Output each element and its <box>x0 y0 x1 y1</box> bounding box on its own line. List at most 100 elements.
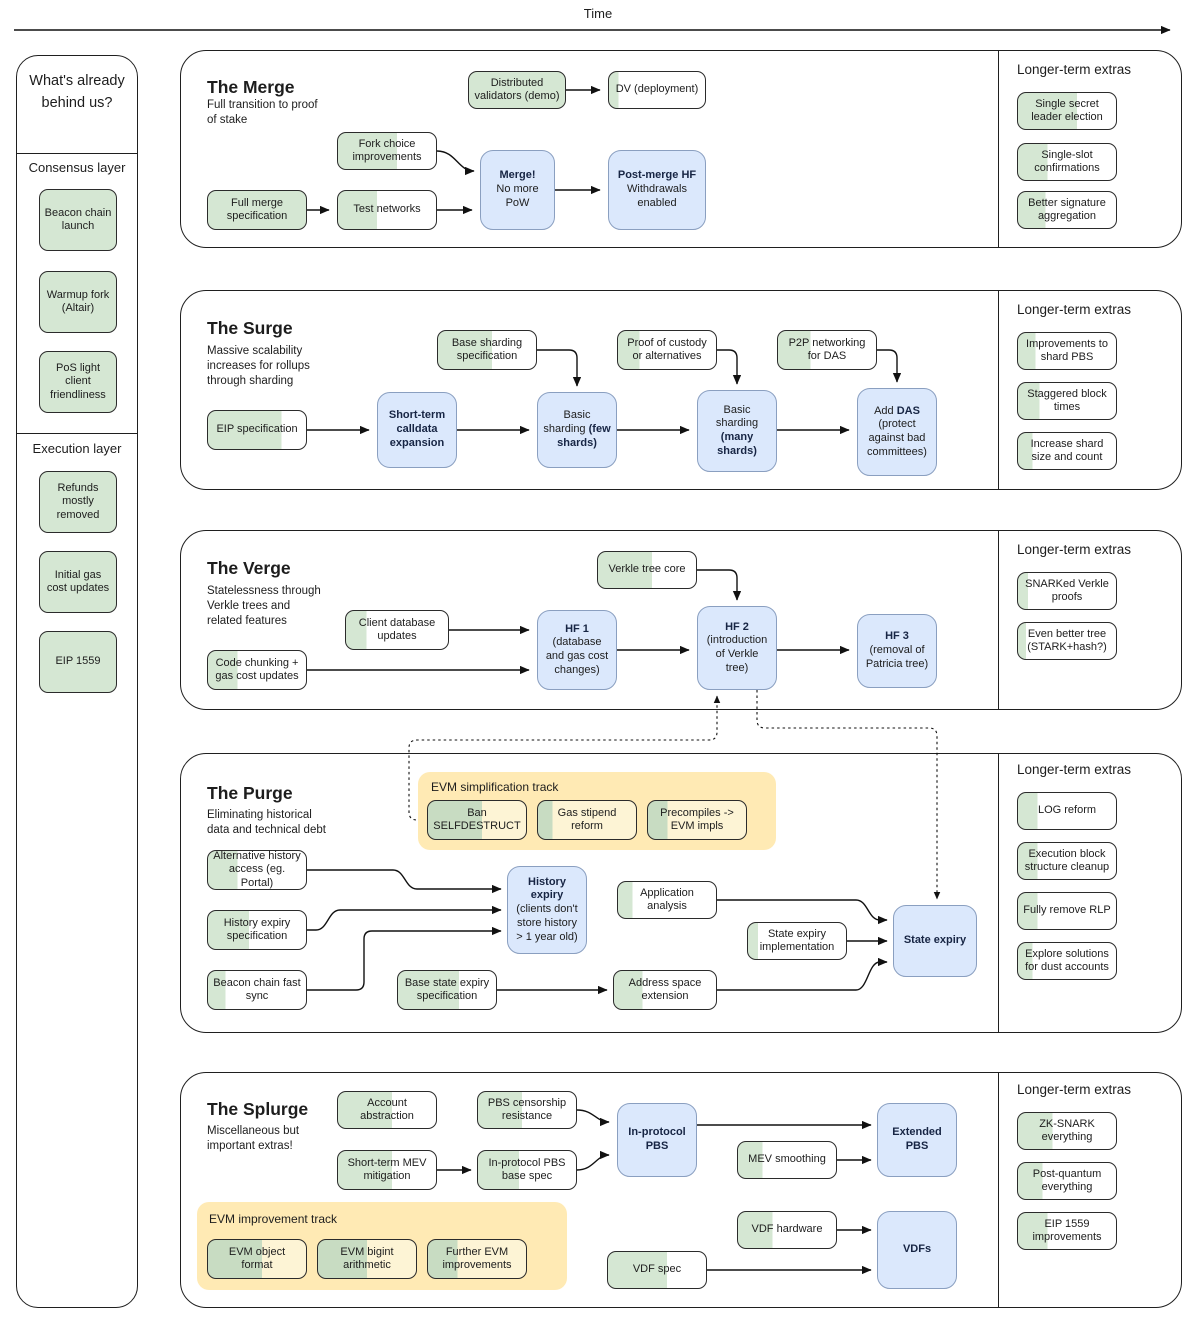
extra-dust-accounts: Explore solutions for dust accounts <box>1017 942 1117 980</box>
milestone-pre: Add <box>874 404 897 417</box>
task-history-expiry-spec: History expiry specification <box>207 910 307 950</box>
task-account-abstraction: Account abstraction <box>337 1091 437 1129</box>
milestone-rest: (introduction of Verkle tree) <box>706 634 768 674</box>
task-further-evm-improvements: Further EVM improvements <box>427 1239 527 1279</box>
milestone-extended-pbs: Extended PBS <box>877 1103 957 1177</box>
task-short-term-mev-mitigation: Short-term MEV mitigation <box>337 1150 437 1190</box>
milestone-rest: Withdrawals enabled <box>627 183 687 209</box>
task-pos-light-client: PoS light client friendliness <box>39 351 117 413</box>
extra-snarked-verkle-proofs: SNARKed Verkle proofs <box>1017 572 1117 610</box>
track-label-evm-improvement: EVM improvement track <box>209 1212 338 1226</box>
milestone-rest: (protect against bad committees) <box>867 418 927 458</box>
milestone-add-das: Add DAS (protect against bad committees) <box>857 388 937 476</box>
task-label: Gas stipend reform <box>557 806 617 832</box>
arrow-p2p-to-das <box>877 349 902 383</box>
extra-label: EIP 1559 improvements <box>1032 1217 1102 1243</box>
task-fork-choice: Fork choice improvements <box>337 132 437 170</box>
task-state-expiry-implementation: State expiry implementation <box>747 922 847 960</box>
task-label: History expiry specification <box>223 916 291 942</box>
milestone-bold: Short-term calldata expansion <box>388 409 446 449</box>
task-label: MEV smoothing <box>748 1153 826 1166</box>
extras-title-surge: Longer-term extras <box>1017 302 1132 317</box>
task-label: Ban SELFDESTRUCT <box>433 806 521 832</box>
task-label: Beacon chain launch <box>44 206 112 232</box>
sidebar-divider <box>17 433 137 434</box>
task-alternative-history-access: Alternative history access (eg. Portal) <box>207 850 307 890</box>
task-distributed-validators: Distributed validators (demo) <box>468 71 566 109</box>
milestone-bold: Extended PBS <box>892 1126 942 1152</box>
task-label: Base state expiry specification <box>404 976 490 1002</box>
milestone-bold: HF 2 <box>725 620 749 633</box>
task-proof-of-custody: Proof of custody or alternatives <box>617 330 717 370</box>
milestone-bold: Merge! <box>499 169 536 182</box>
extra-label: Execution block structure cleanup <box>1024 847 1110 873</box>
extra-label: LOG reform <box>1037 804 1097 817</box>
task-label: EIP specification <box>216 423 298 436</box>
extras-title-merge: Longer-term extras <box>1017 62 1132 77</box>
milestone-bold: Post-merge HF <box>617 169 697 182</box>
task-beacon-chain-launch: Beacon chain launch <box>39 189 117 251</box>
milestone-pre: Basic sharding <box>715 403 759 430</box>
sidebar-section-execution: Execution layer <box>32 441 122 456</box>
task-label: P2P networking for DAS <box>788 336 866 362</box>
task-warmup-fork-altair: Warmup fork (Altair) <box>39 271 117 333</box>
extra-label: Improvements to shard PBS <box>1026 337 1108 363</box>
task-label: Code chunking + gas cost updates <box>215 656 299 682</box>
task-dv-deployment: DV (deployment) <box>608 71 706 109</box>
arrow-base-sharding-to-few <box>537 349 582 387</box>
dotted-hf2-to-state-expiry <box>756 690 941 900</box>
task-label: Full merge specification <box>226 196 288 222</box>
milestone-rest: (database and gas cost changes) <box>545 636 609 676</box>
task-label: Short-term MEV mitigation <box>347 1156 427 1182</box>
task-application-analysis: Application analysis <box>617 881 717 919</box>
arrow-alt-history-to-history-expiry <box>307 869 502 894</box>
task-vdf-hardware: VDF hardware <box>737 1211 837 1249</box>
task-label: Further EVM improvements <box>442 1245 512 1271</box>
extra-label: Single-slot confirmations <box>1034 148 1100 174</box>
arrow-custody-to-many <box>717 349 742 385</box>
arrow-address-space-to-state-expiry <box>717 957 888 991</box>
task-refunds-removed: Refunds mostly removed <box>39 471 117 533</box>
extras-title-splurge: Longer-term extras <box>1017 1082 1132 1097</box>
milestone-basic-sharding-many: Basic sharding (many shards) <box>697 390 777 472</box>
milestone-bold: HF 1 <box>565 622 589 635</box>
sidebar-section-consensus: Consensus layer <box>28 160 126 175</box>
milestone-bold: (many shards) <box>717 431 757 457</box>
extra-label: Post-quantum everything <box>1032 1167 1102 1193</box>
task-test-networks: Test networks <box>337 190 437 230</box>
task-label: Alternative history access (eg. Portal) <box>213 849 301 889</box>
panel-divider <box>998 531 999 709</box>
task-label: Warmup fork (Altair) <box>46 288 110 314</box>
extra-increase-shard-size: Increase shard size and count <box>1017 432 1117 470</box>
extra-log-reform: LOG reform <box>1017 792 1117 830</box>
task-label: Client database updates <box>358 616 436 642</box>
task-in-protocol-pbs-base-spec: In-protocol PBS base spec <box>477 1150 577 1190</box>
panel-divider <box>998 51 999 247</box>
panel-divider <box>998 754 999 1032</box>
task-label: Account abstraction <box>360 1096 414 1122</box>
task-label: Precompiles -> EVM impls <box>660 806 734 832</box>
extra-zk-snark-everything: ZK-SNARK everything <box>1017 1112 1117 1150</box>
arrow-pbs-censorship-to-inprotocol <box>576 1109 610 1127</box>
extra-label: Staggered block times <box>1027 387 1107 413</box>
arrow-fork-choice-to-merge <box>436 150 475 176</box>
task-base-sharding-spec: Base sharding specification <box>437 330 537 370</box>
milestone-merge: Merge!No more PoW <box>480 150 555 230</box>
task-label: PoS light client friendliness <box>50 361 106 401</box>
milestone-bold: State expiry <box>903 934 967 947</box>
task-address-space-extension: Address space extension <box>613 970 717 1010</box>
task-ban-selfdestruct: Ban SELFDESTRUCT <box>427 800 527 840</box>
task-p2p-networking-das: P2P networking for DAS <box>777 330 877 370</box>
milestone-in-protocol-pbs: In-protocol PBS <box>617 1103 697 1177</box>
extra-post-quantum-everything: Post-quantum everything <box>1017 1162 1117 1200</box>
task-label: DV (deployment) <box>615 83 699 96</box>
milestone-short-term-calldata: Short-term calldata expansion <box>377 392 457 468</box>
extra-label: SNARKed Verkle proofs <box>1025 577 1109 603</box>
sidebar-behind-us: What's already behind us? Consensus laye… <box>16 55 138 1308</box>
task-label: Initial gas cost updates <box>46 568 110 594</box>
task-base-state-expiry-spec: Base state expiry specification <box>397 970 497 1010</box>
task-label: EVM object format <box>228 1245 286 1271</box>
section-subtitle-verge: Statelessness through Verkle trees and r… <box>207 584 321 627</box>
milestone-bold: History expiry <box>528 875 566 902</box>
